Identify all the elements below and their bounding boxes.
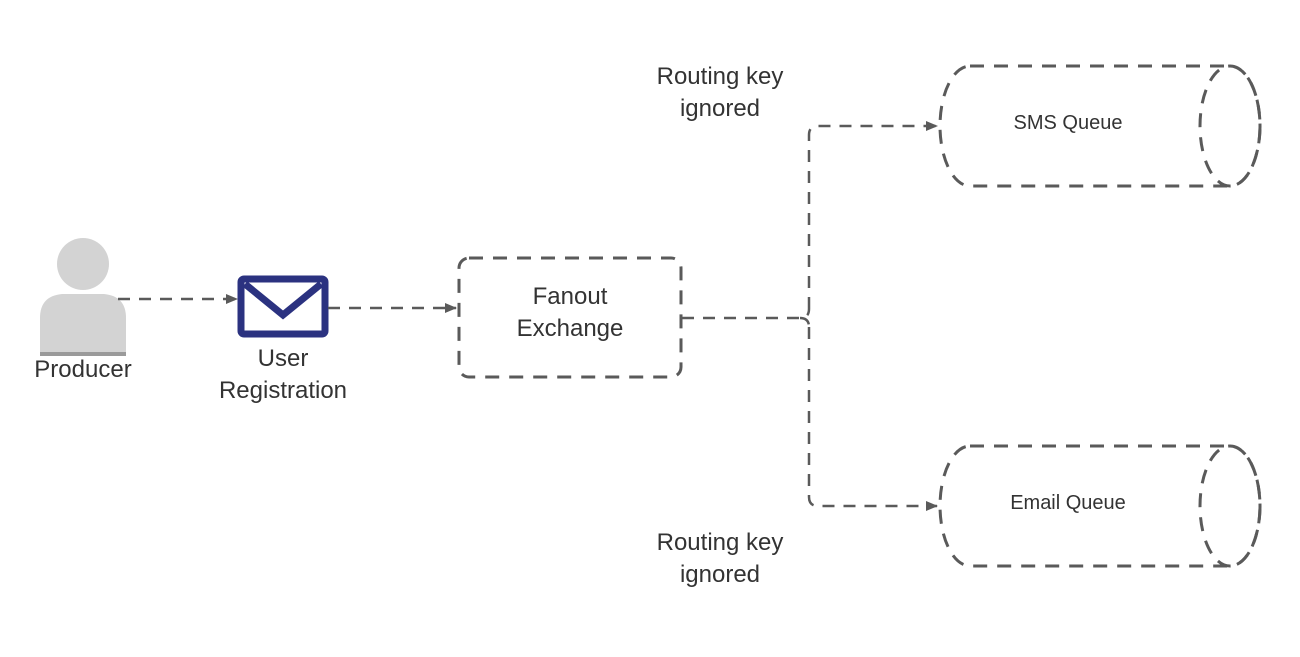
edge-exchange-to-branch xyxy=(682,308,811,328)
user-icon xyxy=(40,238,126,356)
message-label: User Registration xyxy=(183,343,383,407)
routing-note-top-line-2: ignored xyxy=(679,95,761,122)
edge-to-sms-queue xyxy=(807,121,938,309)
exchange-box xyxy=(457,256,683,379)
sms-queue-label: SMS Queue xyxy=(1013,112,1123,134)
email-queue-label: Email Queue xyxy=(1010,492,1126,514)
message-label-line-2: Registration xyxy=(218,377,348,404)
producer-label: Producer xyxy=(34,356,132,383)
sms-queue-shape xyxy=(938,64,1262,188)
envelope-icon xyxy=(237,275,329,338)
routing-note-bottom: Routing key ignored xyxy=(620,527,820,591)
routing-note-top: Routing key ignored xyxy=(620,61,820,125)
exchange-label: Fanout Exchange xyxy=(459,281,681,345)
exchange-label-line-1: Fanout xyxy=(532,283,608,310)
routing-note-top-line-1: Routing key xyxy=(656,63,784,90)
email-queue-shape xyxy=(938,444,1262,568)
routing-note-bottom-line-2: ignored xyxy=(679,561,761,588)
edge-to-email-queue xyxy=(807,327,938,511)
routing-note-bottom-line-1: Routing key xyxy=(656,529,784,556)
message-label-line-1: User xyxy=(257,345,309,372)
exchange-label-line-2: Exchange xyxy=(516,315,624,342)
